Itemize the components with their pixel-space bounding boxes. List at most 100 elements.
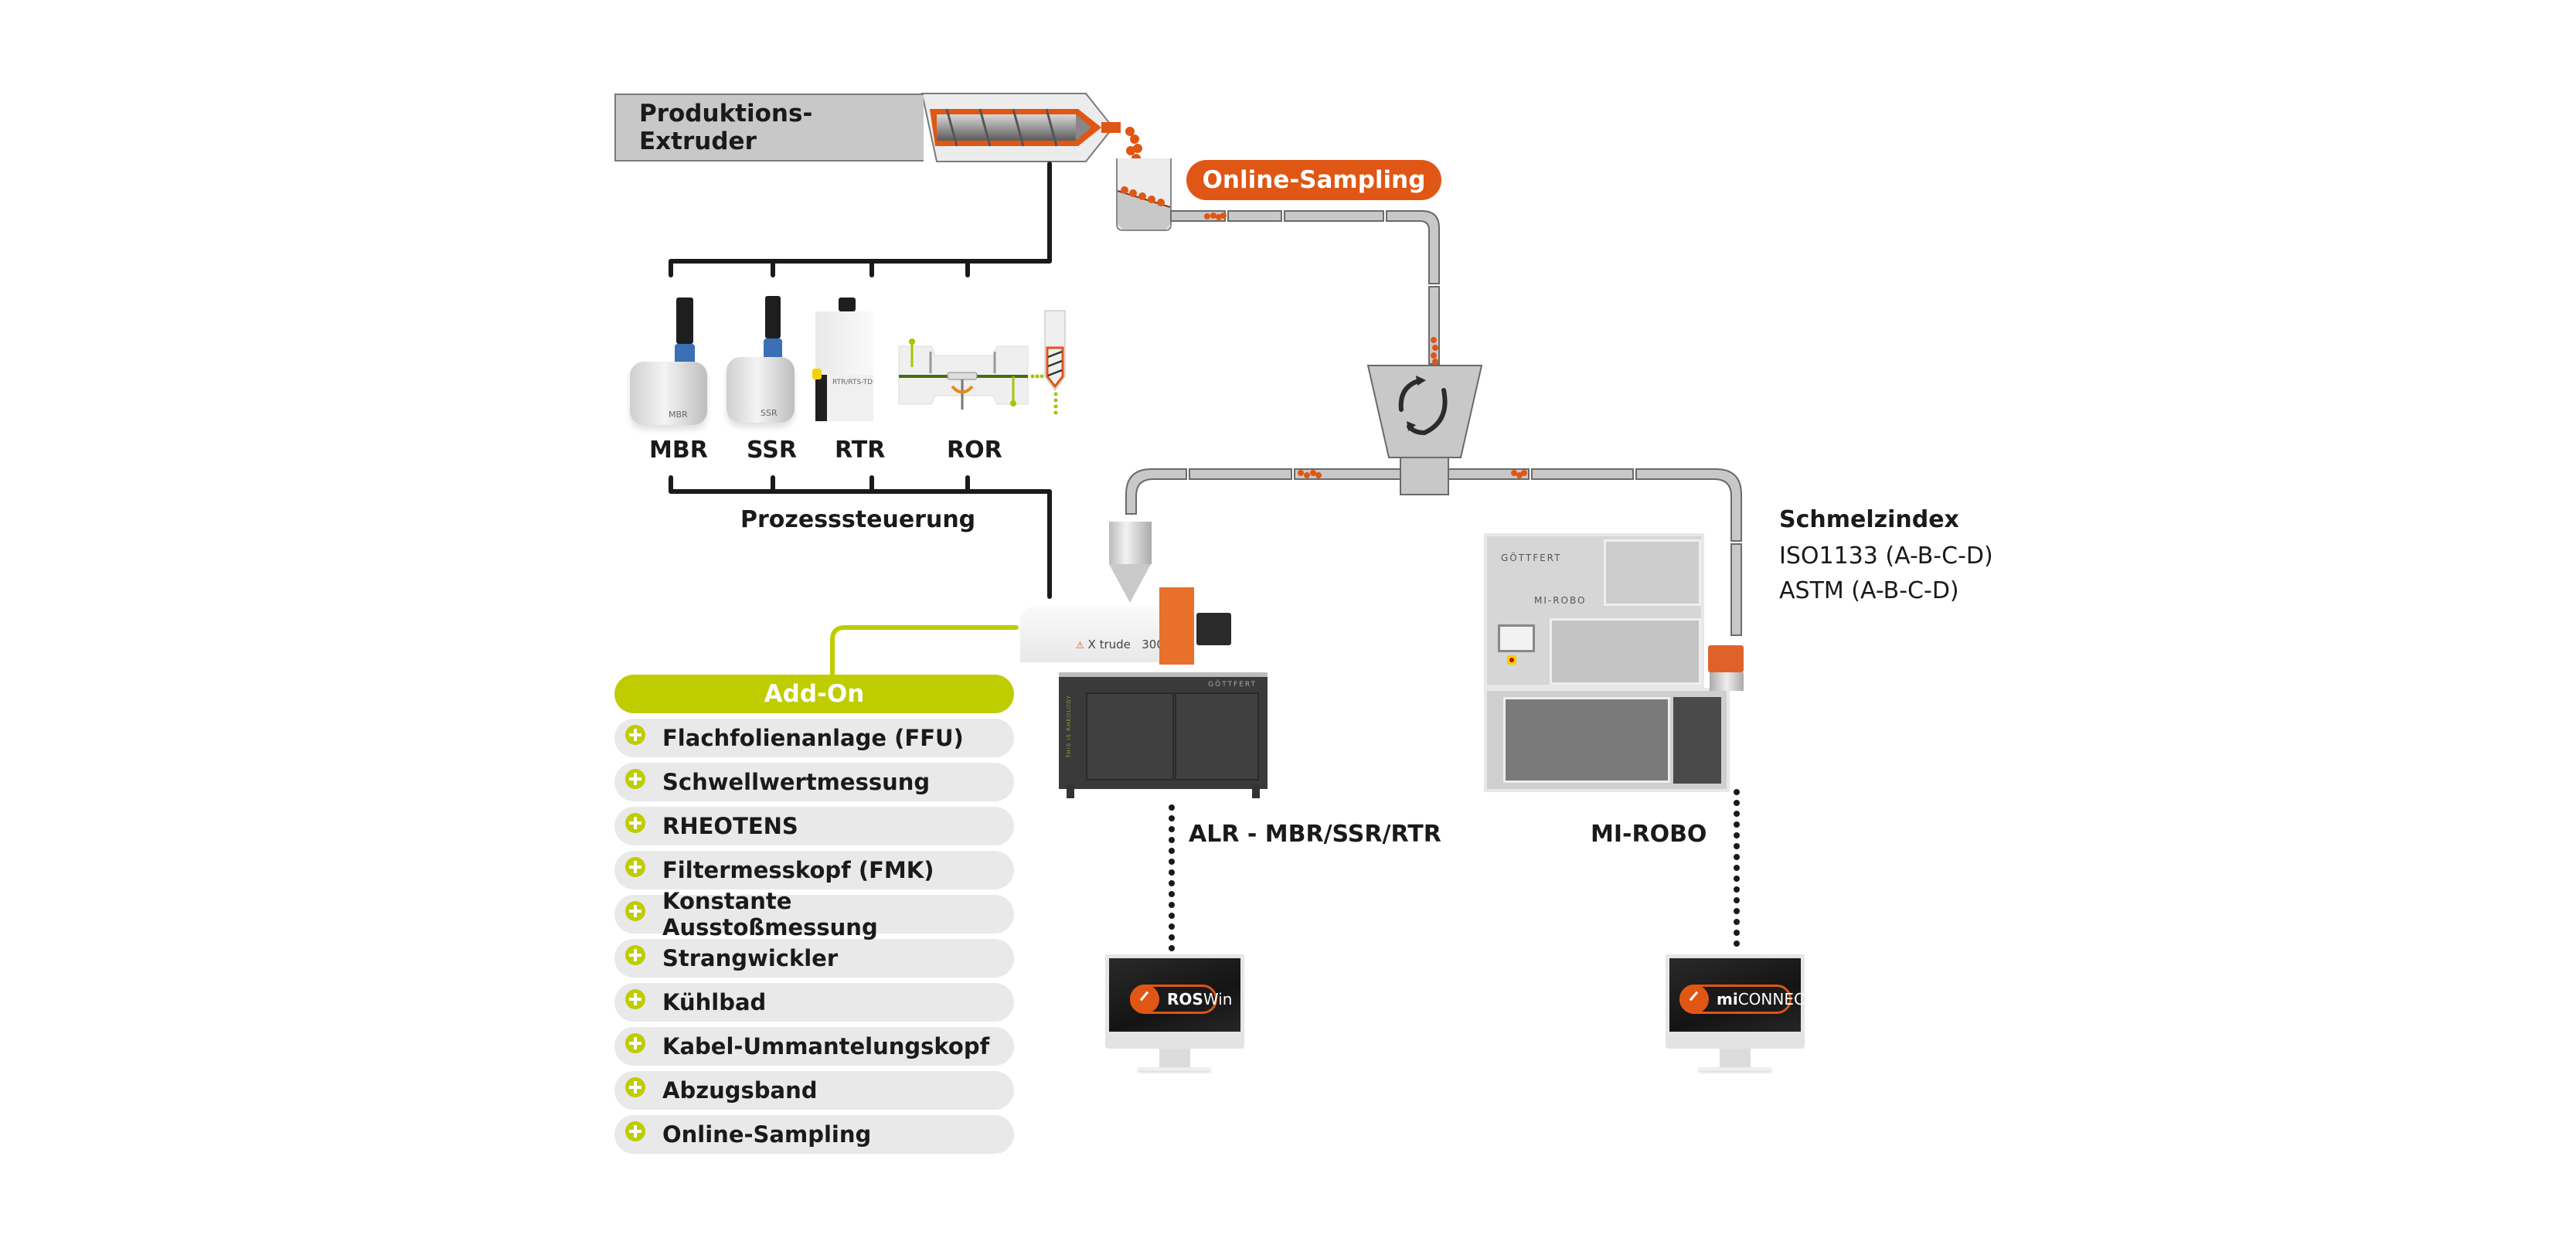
addon-item-label: Flachfolienanlage (FFU) [662, 725, 964, 751]
mi-robo-drum-base [1710, 672, 1744, 691]
ssr-body [727, 357, 795, 423]
addon-item[interactable]: Konstante Ausstoßmessung [614, 888, 1014, 940]
ssr-motor [765, 296, 781, 338]
production-extruder: Produktions-Extruder [614, 94, 924, 162]
monitor-roswin-keyboard [1138, 1067, 1211, 1071]
mi-robo-touchscreen [1498, 624, 1535, 652]
ssr-coupler [764, 338, 782, 360]
melt-index-standard-iso: ISO1133 (A-B-C-D) [1779, 542, 1993, 570]
drive-motor [1196, 613, 1231, 645]
sensor-label-ror: ROR [947, 437, 1002, 464]
addon-item-label: Konstante Ausstoßmessung [662, 888, 878, 940]
addon-item[interactable]: Filtermesskopf (FMK) [614, 851, 1014, 889]
roswin-logo[interactable]: ROSWin [1130, 985, 1232, 1014]
addon-item[interactable]: Kabel-Ummantelungskopf [614, 1027, 1014, 1066]
monitor-miconnect-keyboard [1698, 1067, 1771, 1071]
link-dot [1734, 854, 1740, 860]
roswin-logo-icon [1130, 985, 1159, 1014]
link-dot [1169, 837, 1175, 843]
sampling-pipe [1170, 210, 1440, 365]
plus-icon [625, 769, 645, 789]
melt-index-title: Schmelzindex [1779, 506, 1959, 533]
mbr-badge: MBR [669, 410, 688, 420]
addon-item-label: Online-Sampling [662, 1121, 872, 1148]
mi-robo-emergency-stop [1507, 655, 1516, 665]
addon-list: Flachfolienanlage (FFU) Schwellwertmessun… [614, 719, 1014, 1159]
link-dot [1734, 800, 1740, 806]
addon-header: Add-On [614, 675, 1014, 713]
monitor-roswin: ROSWin [1105, 954, 1244, 1071]
rtr-ports [839, 298, 856, 311]
cabinet-door-right [1175, 692, 1259, 781]
addon-item-label: Filtermesskopf (FMK) [662, 857, 934, 883]
miconnect-logo-icon [1679, 985, 1709, 1014]
plus-icon [625, 945, 645, 965]
mi-robo-brand: GÖTTFERT [1501, 553, 1562, 563]
plus-icon [625, 901, 645, 921]
addon-item-label: Kühlbad [662, 989, 767, 1015]
link-dot [1734, 930, 1740, 936]
addon-item[interactable]: Schwellwertmessung [614, 763, 1014, 801]
ssr-badge: SSR [761, 408, 778, 418]
machine-legs [1067, 784, 1260, 798]
lab-extruder-machine: ⚠ X trude 300 GÖTTFERT THIS IS RHEOLOGY [1020, 514, 1275, 815]
addon-item[interactable]: Flachfolienanlage (FFU) [614, 719, 1014, 757]
addon-connector [830, 625, 1019, 679]
link-dot [1734, 886, 1740, 893]
addon-item-label: Abzugsband [662, 1077, 818, 1104]
mi-robo-label: MI-ROBO [1591, 821, 1707, 848]
extruder-model-label: ⚠ X trude 300 [1076, 638, 1164, 651]
sensor-rtr: RTR/RTS-TD [812, 298, 881, 429]
online-sampling-label: Online-Sampling [1202, 166, 1426, 194]
sensor-ssr: SSR [727, 294, 804, 429]
addon-item[interactable]: Strangwickler [614, 939, 1014, 978]
sensor-label-rtr: RTR [835, 437, 886, 464]
plus-icon [625, 857, 645, 877]
divider-hopper [1366, 365, 1483, 495]
mi-robo-side-cabinet [1673, 697, 1721, 784]
plus-icon [625, 1033, 645, 1053]
process-control-connector [669, 162, 1052, 599]
monitor-roswin-stand [1159, 1049, 1190, 1068]
link-dot [1169, 869, 1175, 876]
addon-item-label: Schwellwertmessung [662, 769, 931, 795]
rotation-icon [1398, 376, 1448, 436]
link-dot [1169, 945, 1175, 951]
monitor-miconnect-chin [1666, 1032, 1805, 1049]
link-dot [1169, 859, 1175, 865]
addon-item[interactable]: RHEOTENS [614, 807, 1014, 845]
mbr-body [630, 362, 707, 425]
link-dot [1734, 811, 1740, 817]
gearbox [1159, 587, 1194, 665]
mi-robo-panel-text: MI-ROBO [1534, 595, 1587, 606]
miconnect-logo[interactable]: miCONNECT [1679, 985, 1814, 1014]
monitor-roswin-chin [1105, 1032, 1244, 1049]
miconnect-logo-text: miCONNECT [1717, 990, 1815, 1008]
plus-icon [625, 813, 645, 833]
ror-schematic [898, 310, 1066, 415]
link-dot [1734, 919, 1740, 925]
addon-item[interactable]: Online-Sampling [614, 1115, 1014, 1154]
rtr-badge: RTR/RTS-TD [832, 379, 873, 386]
link-dot [1169, 923, 1175, 930]
link-dot [1169, 826, 1175, 832]
link-dot [1169, 804, 1175, 811]
plus-icon [625, 725, 645, 745]
machine-cabinet: GÖTTFERT THIS IS RHEOLOGY [1059, 672, 1268, 789]
addon-item[interactable]: Abzugsband [614, 1071, 1014, 1110]
link-dot [1734, 876, 1740, 882]
mi-robo-sample-drum [1708, 645, 1744, 672]
cabinet-side-text: THIS IS RHEOLOGY [1065, 695, 1072, 758]
sensor-label-mbr: MBR [649, 437, 708, 464]
rtr-body-bottom [815, 375, 873, 421]
feed-hopper [1109, 522, 1152, 564]
mi-robo-window-top [1604, 539, 1701, 606]
addon-item[interactable]: Kühlbad [614, 983, 1014, 1022]
link-dot [1734, 865, 1740, 871]
monitor-miconnect-stand [1720, 1049, 1751, 1068]
lab-extruder-label: ALR - MBR/SSR/RTR [1189, 821, 1441, 848]
cabinet-door-left [1086, 692, 1174, 781]
online-sampling-badge: Online-Sampling [1186, 160, 1441, 200]
model-x: X [1087, 638, 1096, 651]
